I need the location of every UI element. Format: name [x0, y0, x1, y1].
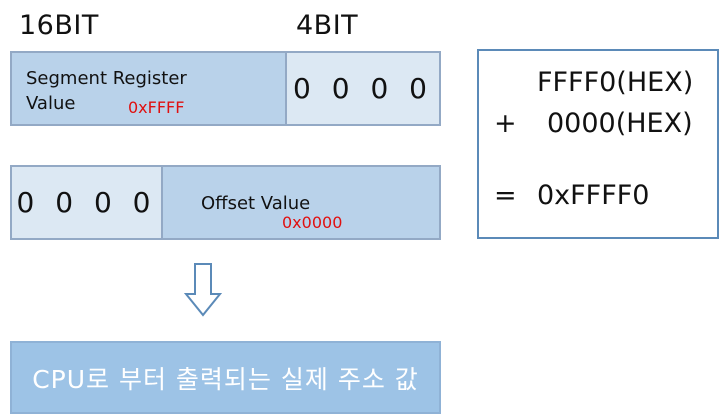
physical-address-result-box: CPU로 부터 출력되는 실제 주소 값	[10, 341, 441, 414]
down-arrow-icon	[183, 263, 223, 317]
calc-equals-sign: =	[494, 180, 517, 211]
offset-value-box: Offset Value 0x0000	[161, 165, 441, 240]
offset-value: 0x0000	[282, 213, 343, 232]
label-4bit: 4BIT	[296, 10, 359, 41]
segment-register-label-line1: Segment Register	[26, 68, 187, 89]
calculation-panel: FFFF0(HEX) + 0000(HEX) = 0xFFFF0	[477, 49, 719, 239]
high-zeros-box: 0 0 0 0	[10, 165, 163, 240]
calc-plus-sign: +	[494, 108, 517, 139]
shift-zeros: 0 0 0 0	[293, 72, 433, 105]
physical-address-result-label: CPU로 부터 출력되는 실제 주소 값	[32, 364, 419, 394]
offset-value-label: Offset Value	[201, 193, 311, 214]
label-16bit: 16BIT	[19, 10, 99, 41]
calc-line2: 0000(HEX)	[547, 108, 693, 139]
segment-register-value: 0xFFFF	[128, 98, 185, 117]
high-zeros: 0 0 0 0	[16, 186, 157, 219]
shift-zeros-box: 0 0 0 0	[285, 51, 441, 126]
calc-result: 0xFFFF0	[537, 180, 650, 211]
segment-register-box: Segment Register Value 0xFFFF	[10, 51, 287, 126]
segment-register-label-line2: Value	[26, 93, 76, 114]
calc-line1: FFFF0(HEX)	[537, 67, 694, 98]
